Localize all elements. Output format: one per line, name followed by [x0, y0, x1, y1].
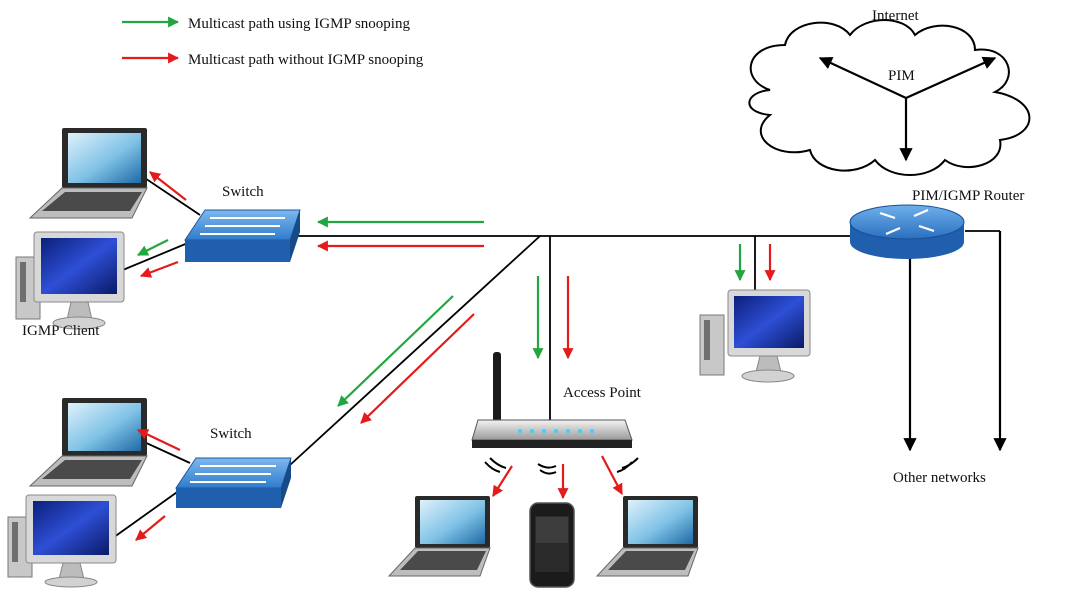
red-arrow-to-switch-bottom	[360, 313, 475, 424]
laptop-icon	[28, 128, 148, 219]
laptop-wifi-left	[387, 496, 491, 577]
access-point-label: Access Point	[563, 385, 642, 401]
cloud-icon	[748, 19, 1031, 176]
igmp-client-label: IGMP Client	[22, 323, 100, 339]
access-point: Access Point	[471, 352, 642, 475]
smartphone	[529, 502, 575, 588]
igmp-client-desktop: IGMP Client	[15, 231, 125, 339]
antenna	[493, 352, 501, 422]
green-arrow-to-switch-bottom	[337, 295, 454, 407]
laptop-icon	[387, 496, 491, 577]
red-arrow-to-laptop-bottom	[137, 429, 181, 451]
internet-label: Internet	[872, 8, 919, 24]
desktop-bottom-left	[7, 494, 117, 588]
internet-cloud: Internet PIM	[748, 8, 1031, 176]
switch-top: Switch	[184, 184, 301, 262]
other-networks-label: Other networks	[893, 470, 986, 486]
red-arrow-wifi-left	[492, 465, 513, 497]
laptop-icon	[28, 398, 148, 487]
pim-arrow-right	[905, 56, 997, 100]
desktop-icon	[699, 289, 811, 383]
red-arrow-to-desktop-bottom	[135, 515, 166, 541]
switch-bottom: Switch	[175, 426, 292, 508]
pim-label: PIM	[888, 68, 915, 84]
laptop-wifi-right	[595, 496, 699, 577]
legend: Multicast path using IGMP snooping Multi…	[122, 16, 424, 68]
desktop-icon	[7, 494, 117, 588]
green-arrow-to-igmp-client	[137, 239, 169, 256]
red-arrow-to-laptop-top	[149, 171, 187, 201]
red-arrow-to-igmp-client	[139, 260, 179, 278]
router-label: PIM/IGMP Router	[912, 188, 1024, 204]
red-arrow-wifi-right	[601, 455, 623, 495]
multicast-arrows	[135, 171, 776, 541]
access-point-icon	[471, 419, 633, 441]
desktop-router-side	[699, 289, 811, 383]
switch-bottom-label: Switch	[210, 426, 252, 442]
laptop-icon	[595, 496, 699, 577]
pim-arrow-left	[818, 57, 907, 99]
legend-label-no-snooping: Multicast path without IGMP snooping	[188, 52, 424, 68]
wifi-signal-icon	[484, 457, 639, 475]
legend-label-snooping: Multicast path using IGMP snooping	[188, 16, 410, 32]
desktop-icon	[15, 231, 125, 330]
router: PIM/IGMP Router	[849, 188, 1024, 259]
laptop-bottom-left	[28, 398, 148, 487]
switch-top-label: Switch	[222, 184, 264, 200]
laptop-top-left	[28, 128, 148, 219]
wires	[109, 159, 1000, 541]
